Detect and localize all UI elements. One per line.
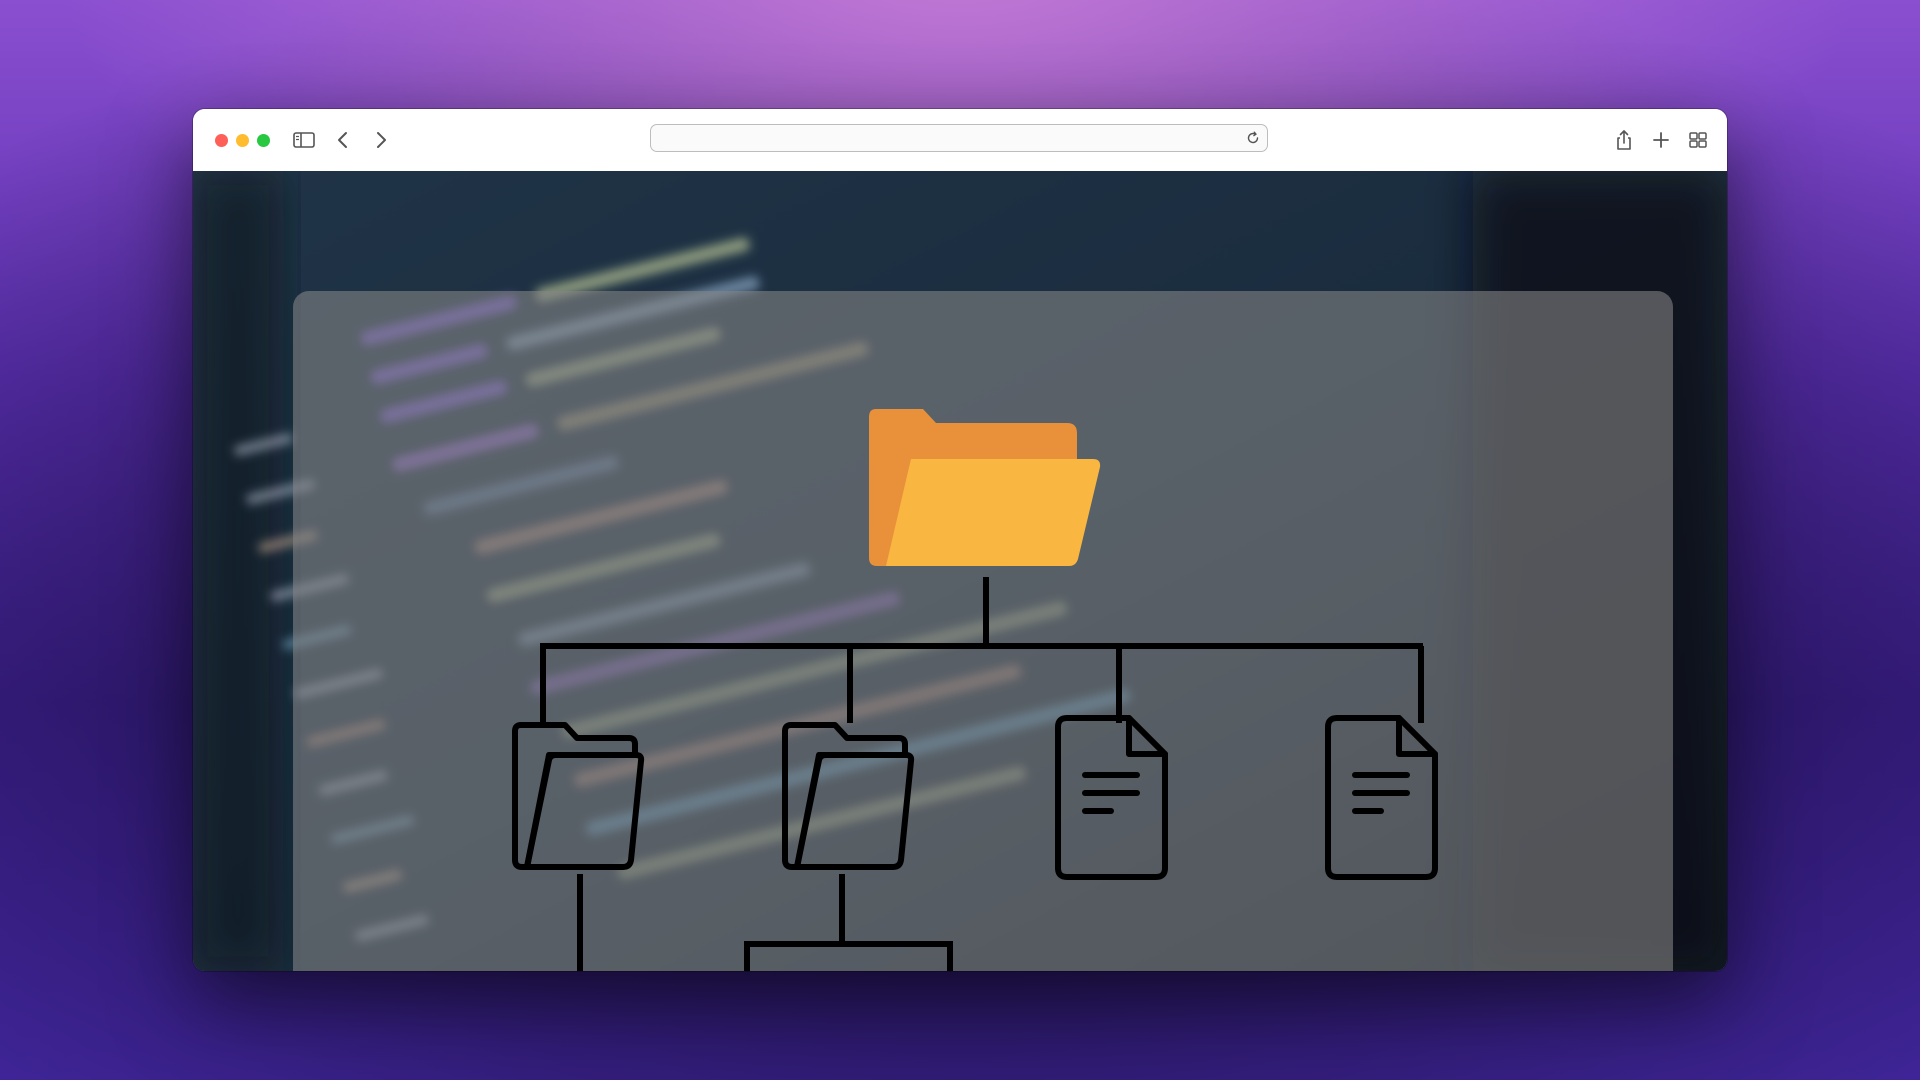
back-arrow-icon[interactable]	[330, 127, 356, 153]
root-folder-icon	[869, 409, 1101, 566]
share-icon[interactable]	[1611, 127, 1637, 153]
tree-connectors	[540, 577, 1424, 971]
new-tab-plus-icon[interactable]	[1648, 127, 1674, 153]
folder-outline-icon	[512, 722, 645, 870]
document-icon	[1325, 715, 1438, 880]
maximize-window-button[interactable]	[257, 134, 270, 147]
tab-overview-grid-icon[interactable]	[1685, 127, 1711, 153]
sidebar-toggle-icon[interactable]	[291, 127, 317, 153]
address-bar[interactable]	[650, 124, 1268, 152]
file-tree-diagram	[512, 409, 1438, 971]
document-icon	[1055, 715, 1168, 880]
browser-toolbar	[193, 109, 1727, 172]
reload-icon[interactable]	[1245, 130, 1261, 146]
folder-outline-icon	[782, 722, 915, 870]
forward-arrow-icon[interactable]	[368, 127, 394, 153]
browser-window	[193, 109, 1727, 971]
close-window-button[interactable]	[215, 134, 228, 147]
page-content	[193, 171, 1727, 971]
minimize-window-button[interactable]	[236, 134, 249, 147]
